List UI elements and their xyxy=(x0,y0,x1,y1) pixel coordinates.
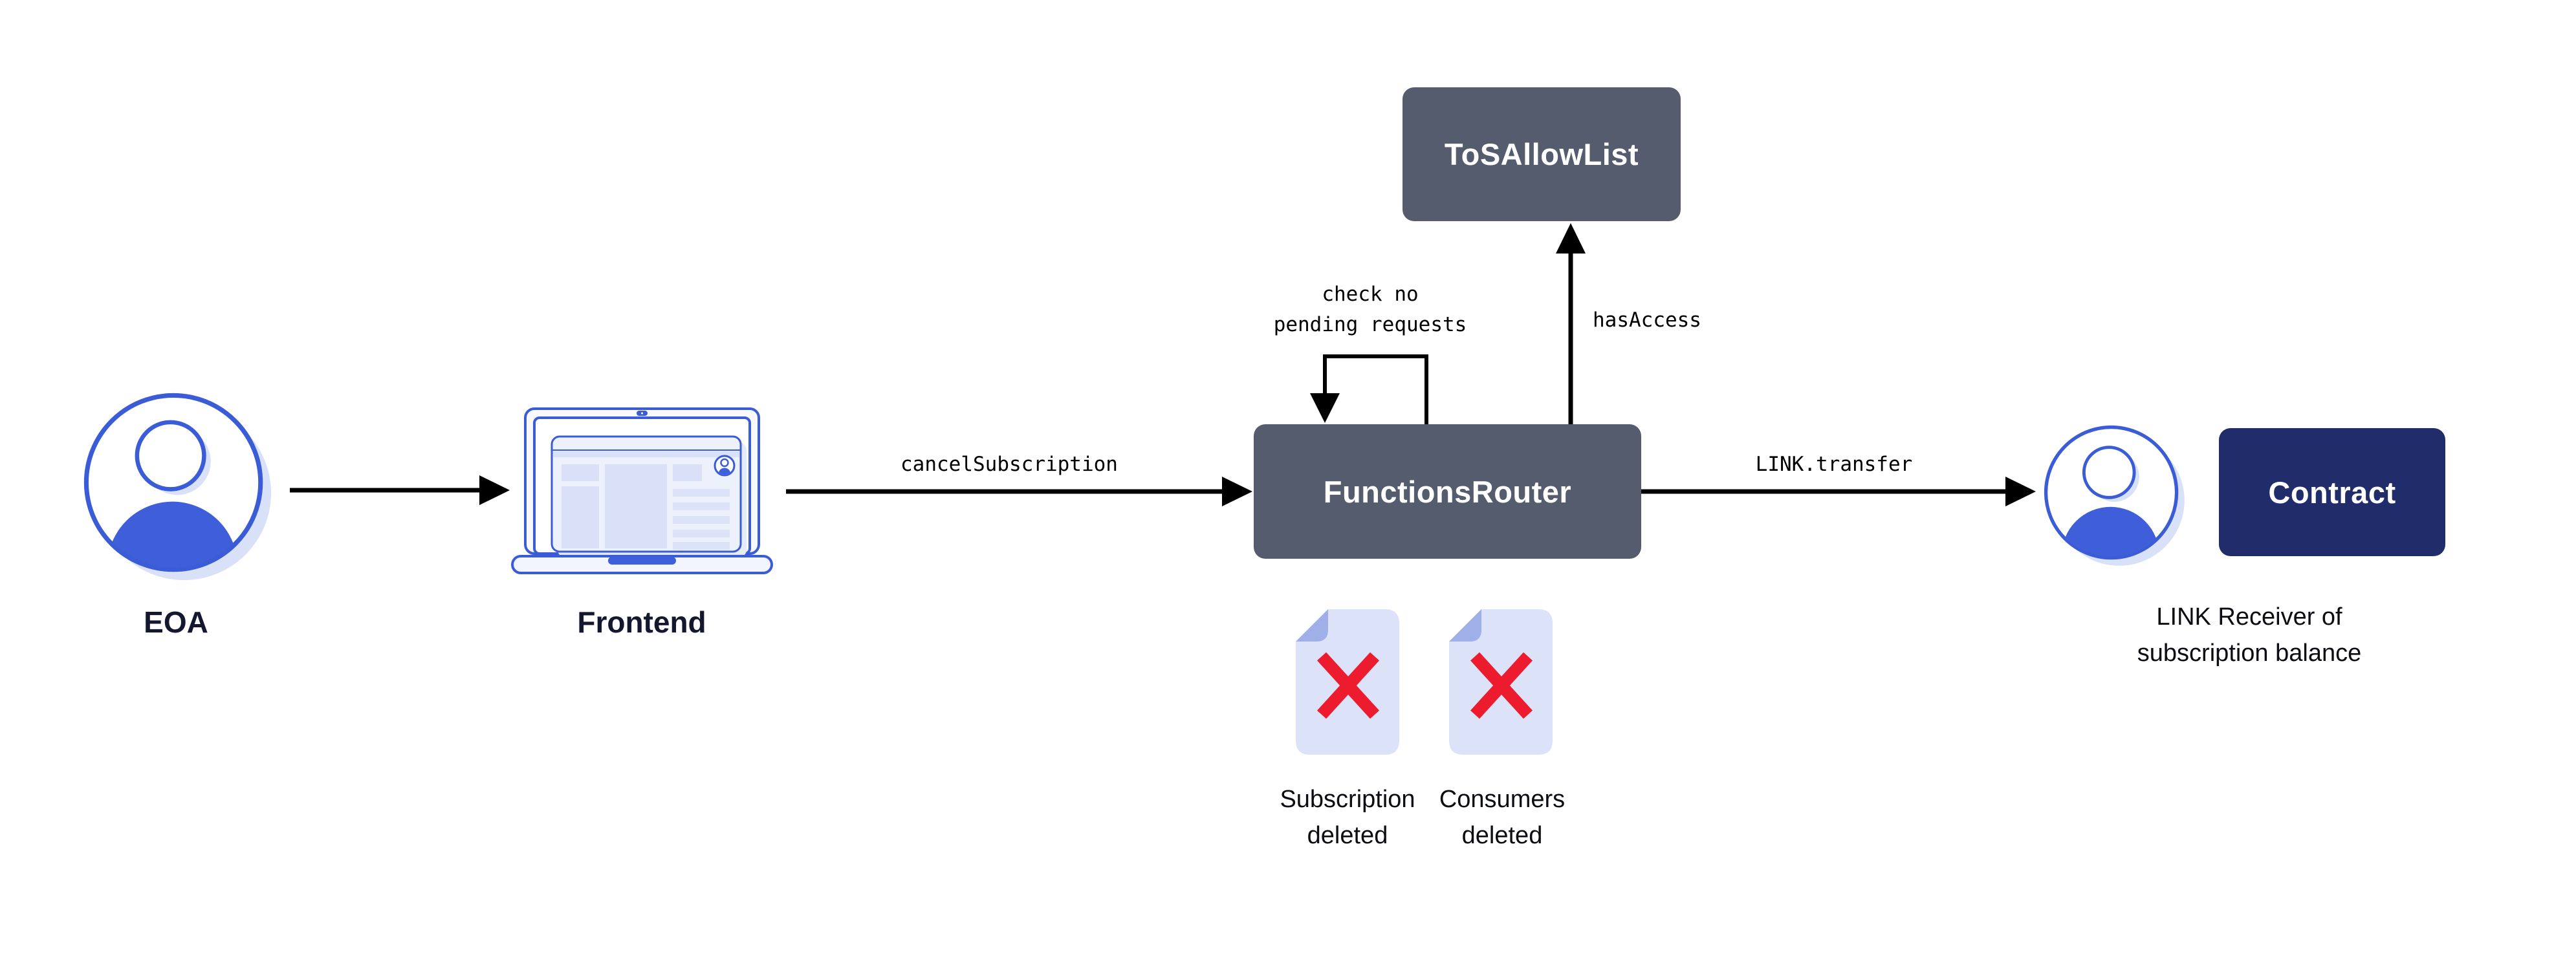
cancel-subscription-edge-label: cancelSubscription xyxy=(901,453,1118,476)
link-transfer-edge-label: LINK.transfer xyxy=(1755,453,1913,476)
subscription-deleted-caption: Subscription deleted xyxy=(1250,781,1445,854)
check-pending-line1: check no xyxy=(1322,283,1419,306)
functions-router-node: FunctionsRouter xyxy=(1254,424,1641,559)
eoa-label: EOA xyxy=(144,605,208,639)
arrowhead xyxy=(2005,477,2036,506)
frontend-laptop-icon xyxy=(511,407,773,574)
arrow-has-access xyxy=(1556,223,1586,424)
link-receiver-avatar-icon xyxy=(2044,425,2185,566)
subscription-deleted-document-icon xyxy=(1296,609,1399,755)
tos-allow-list-node: ToSAllowList xyxy=(1403,87,1681,221)
functions-router-label: FunctionsRouter xyxy=(1323,474,1572,509)
check-pending-edge-label: check no pending requests xyxy=(1241,279,1500,340)
red-x-icon xyxy=(1470,652,1533,719)
frontend-label: Frontend xyxy=(577,605,706,639)
contract-label: Contract xyxy=(2268,475,2396,510)
consumers-deleted-document-icon xyxy=(1449,609,1553,755)
link-receiver-caption: LINK Receiver of subscription balance xyxy=(2120,599,2379,671)
consumers-deleted-line2: deleted xyxy=(1461,822,1543,849)
arrow-check-pending-self-loop xyxy=(1310,354,1428,424)
link-receiver-caption-line2: subscription balance xyxy=(2137,640,2362,667)
red-x-icon xyxy=(1316,652,1380,719)
consumers-deleted-caption: Consumers deleted xyxy=(1405,781,1599,854)
subscription-deleted-line2: deleted xyxy=(1307,822,1388,849)
arrow-link-transfer xyxy=(1641,477,2036,506)
link-receiver-caption-line1: LINK Receiver of xyxy=(2156,603,2342,631)
subscription-deleted-line1: Subscription xyxy=(1280,786,1415,813)
arrowhead xyxy=(479,475,510,505)
arrowhead xyxy=(1556,223,1586,254)
arrow-cancel-subscription xyxy=(786,477,1252,506)
arrowhead xyxy=(1310,393,1340,423)
arrow-eoa-to-frontend xyxy=(290,475,510,505)
eoa-avatar-icon xyxy=(83,393,272,581)
consumers-deleted-line1: Consumers xyxy=(1439,786,1566,813)
has-access-edge-label: hasAccess xyxy=(1593,308,1701,332)
contract-node: Contract xyxy=(2219,428,2445,556)
arrowhead xyxy=(1222,477,1252,506)
tos-allow-list-label: ToSAllowList xyxy=(1444,137,1639,171)
check-pending-line2: pending requests xyxy=(1273,313,1467,336)
